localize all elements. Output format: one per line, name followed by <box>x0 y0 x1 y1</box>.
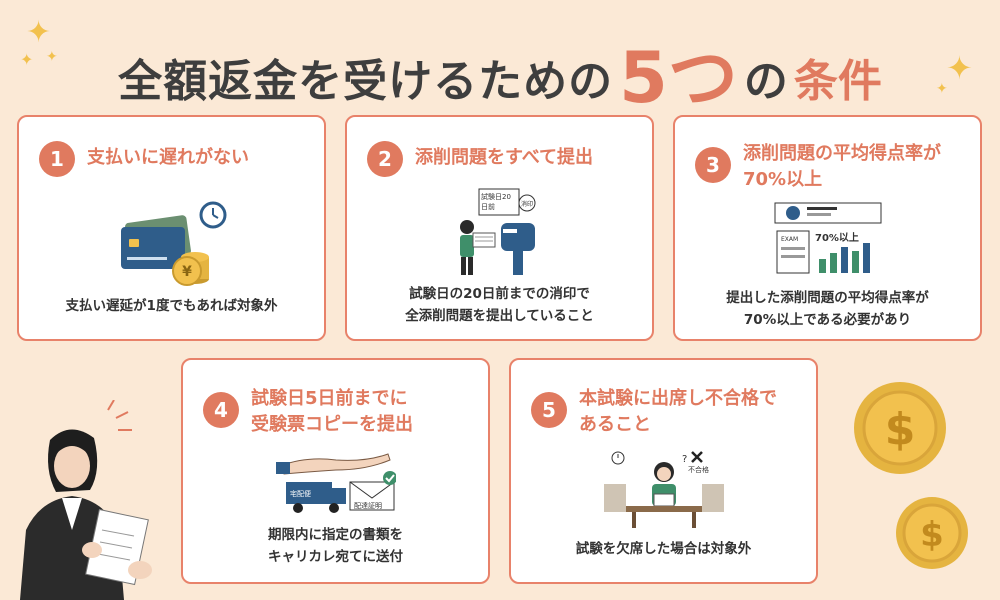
desc-line: 試験日の20日前までの消印で <box>409 286 590 302</box>
desc-line: 70%以上である必要があり <box>743 312 912 328</box>
card-title-line: 70%以上 <box>743 169 823 190</box>
desc-line: 提出した添削問題の平均得点率が <box>726 290 929 306</box>
condition-card-1: 1 支払いに遅れがない ¥ 支払い遅延が1度でもあれば対象外 <box>17 115 326 341</box>
desc-line: 支払い遅延が1度でもあれば対象外 <box>65 298 278 314</box>
desc-line: 試験を欠席した場合は対象外 <box>575 541 752 557</box>
card-description: 試験を欠席した場合は対象外 <box>511 538 816 560</box>
card-number: 2 <box>367 141 403 177</box>
sparkle-icon: ✦ <box>26 15 52 50</box>
condition-card-5: 5 本試験に出席し不合格で あること ? 不合格 試験を欠席した場合は対象外 <box>509 358 818 584</box>
card-title-line: 受験票コピーを提出 <box>251 414 413 435</box>
condition-card-4: 4 試験日5日前までに 受験票コピーを提出 宅配便 配達証明 期限内に指定の書類… <box>181 358 490 584</box>
credit-card-coins-clock-icon: ¥ <box>117 199 227 289</box>
dollar-coin-icon: $ <box>894 495 970 575</box>
businesswoman-illustration <box>10 399 170 600</box>
desc-line: 全添削問題を提出していること <box>405 308 594 324</box>
card-description: 提出した添削問題の平均得点率が 70%以上である必要があり <box>675 287 980 331</box>
delivery-label: 宅配便 <box>290 489 311 498</box>
title-accent: 条件 <box>793 56 882 107</box>
card-description: 期限内に指定の書類を キャリカレ宛てに送付 <box>183 524 488 568</box>
person-mailbox-icon: 試験日20 日前 消印 <box>445 187 555 277</box>
card-title-line: 試験日5日前までに <box>251 388 408 409</box>
fail-label: 不合格 <box>688 465 709 474</box>
sparkle-icon: ✦ <box>946 49 973 87</box>
percentage-label: 70%以上 <box>815 231 859 244</box>
desc-line: 期限内に指定の書類を <box>268 527 403 543</box>
calendar-label: 試験日20 <box>481 192 511 201</box>
card-title-line: あること <box>579 414 651 435</box>
dollar-coin-icon: $ <box>852 380 948 480</box>
sparkle-icon: ✦ <box>20 50 34 69</box>
envelope-label: 配達証明 <box>354 501 382 510</box>
hand-delivery-envelope-icon: 宅配便 配達証明 <box>275 452 397 514</box>
svg-text:$: $ <box>885 404 916 455</box>
page-title: 全額返金を受けるための5つの条件 <box>0 22 1000 123</box>
card-description: 試験日の20日前までの消印で 全添削問題を提出していること <box>347 283 652 327</box>
title-particle: の <box>743 56 788 107</box>
card-number: 3 <box>695 147 731 183</box>
student-exam-desk-icon: ? 不合格 <box>603 450 724 530</box>
condition-card-3: 3 添削問題の平均得点率が 70%以上 EXAM 70%以上 提出した添削問題の… <box>673 115 982 341</box>
sparkle-icon: ✦ <box>46 49 58 65</box>
condition-card-2: 2 添削問題をすべて提出 試験日20 日前 消印 試験日の20日前までの消印で … <box>345 115 654 341</box>
svg-text:$: $ <box>920 515 944 555</box>
calendar-label-2: 日前 <box>481 202 495 211</box>
question-mark: ? <box>682 454 687 465</box>
card-title: 本試験に出席し不合格で あること <box>579 382 777 438</box>
exam-chart-icon: EXAM 70%以上 <box>773 201 883 277</box>
svg-text:¥: ¥ <box>182 264 192 280</box>
title-main: 全額返金を受けるための <box>118 56 614 107</box>
card-description: 支払い遅延が1度でもあれば対象外 <box>19 295 324 317</box>
card-title: 支払いに遅れがない <box>87 147 249 168</box>
card-title-line: 添削問題の平均得点率が <box>743 143 941 164</box>
card-title: 添削問題の平均得点率が 70%以上 <box>743 137 941 193</box>
card-number: 4 <box>203 392 239 428</box>
sparkle-icon: ✦ <box>936 81 948 97</box>
card-number: 1 <box>39 141 75 177</box>
card-title-line: 本試験に出席し不合格で <box>579 388 777 409</box>
card-number: 5 <box>531 392 567 428</box>
card-title: 添削問題をすべて提出 <box>415 147 594 168</box>
card-title: 試験日5日前までに 受験票コピーを提出 <box>251 382 413 438</box>
postmark-label: 消印 <box>520 200 532 208</box>
title-number: 5つ <box>619 37 738 119</box>
desc-line: キャリカレ宛てに送付 <box>268 549 403 565</box>
exam-label: EXAM <box>781 236 798 243</box>
